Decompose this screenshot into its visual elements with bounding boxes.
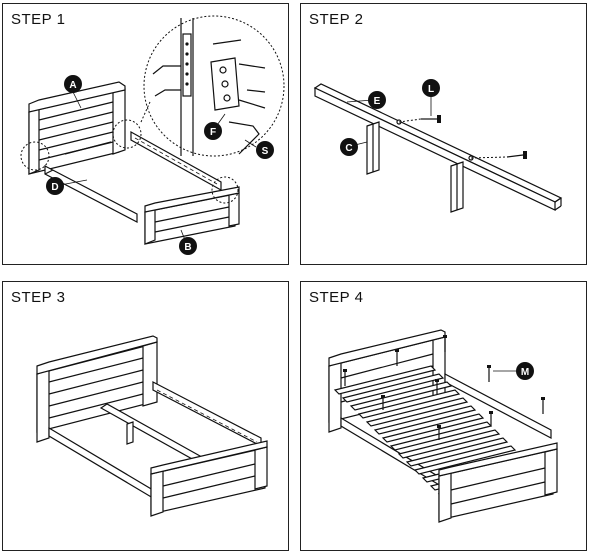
svg-text:L: L [428,84,434,95]
support-leg-1 [366,121,380,175]
detail-circle-footboard [211,176,239,204]
detail-zoom-circle [143,15,285,157]
svg-text:E: E [374,96,381,107]
step-3-illustration [36,335,268,517]
svg-text:F: F [210,127,216,138]
svg-text:A: A [69,80,76,91]
step-1-illustration: A D B F S [20,15,285,255]
step-1-panel: STEP 1 [2,3,289,265]
svg-text:C: C [345,143,352,154]
svg-text:M: M [521,367,529,378]
svg-text:B: B [184,242,191,253]
step-4-illustration: M [328,329,558,523]
step-1-title: STEP 1 [11,11,66,28]
step-4-title: STEP 4 [309,289,364,306]
headboard-illustration [28,81,126,175]
label-m: M [516,362,534,380]
step-2-title: STEP 2 [309,11,364,28]
step-2-panel: STEP 2 E [300,3,587,265]
bolt-icon-1 [398,115,441,123]
center-beam [313,83,563,211]
step-3-title: STEP 3 [11,289,66,306]
side-rail-right [130,130,222,192]
bed-frame-illustration [36,335,268,517]
bracket-detail [152,18,266,156]
step-2-illustration: E L C [313,79,563,213]
footboard-illustration [144,186,240,245]
label-d: D [46,177,64,195]
label-f: F [204,122,222,140]
label-c: C [340,138,358,156]
detail-circle-headboard-right [112,119,142,149]
detail-circle-headboard-left [20,141,50,171]
bolt-icon-2 [470,151,527,159]
step-4-panel: STEP 4 [300,281,587,551]
svg-text:D: D [51,182,58,193]
label-s: S [256,141,274,159]
side-rail-left [44,165,138,223]
label-a: A [64,75,82,93]
label-l: L [422,79,440,97]
support-leg-2 [450,161,464,213]
bed-with-slats-illustration [328,329,558,523]
label-e: E [368,91,386,109]
screw-icons [343,335,545,440]
allen-key-icon [228,121,260,155]
label-b: B [179,237,197,255]
step-3-panel: STEP 3 [2,281,289,551]
svg-text:S: S [262,146,269,157]
